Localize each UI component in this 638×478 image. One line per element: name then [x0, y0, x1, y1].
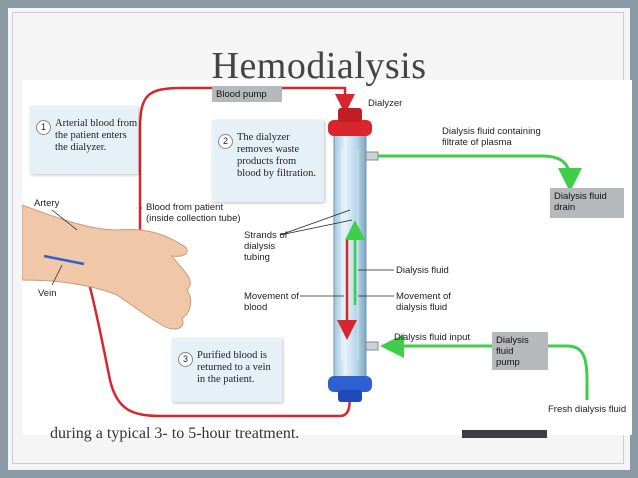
arm-hand — [22, 204, 192, 330]
dialysis-fluid-drain-label: Dialysis fluid drain — [550, 188, 624, 218]
dialysis-fluid-label: Dialysis fluid — [396, 265, 449, 276]
fresh-fluid-label: Fresh dialysis fluid — [548, 404, 627, 415]
fluid-out-line — [378, 154, 582, 192]
movement-of-fluid-label: Movement of dialysis fluid — [396, 291, 451, 313]
venous-blood-line — [80, 257, 352, 418]
slide-title: Hemodialysis — [211, 45, 427, 87]
step-3-number: 3 — [178, 352, 193, 367]
image-strip — [462, 430, 547, 438]
fluid-input-label: Dialysis fluid input — [394, 332, 471, 343]
slide-subtext: during a typical 3- to 5-hour treatment. — [50, 425, 300, 442]
vein-label: Vein — [38, 288, 57, 299]
movement-of-blood-label: Movement of blood — [244, 291, 299, 313]
diagram-graphics — [22, 86, 589, 418]
step-1-box: 1 Arterial blood from the patient enters… — [30, 106, 138, 174]
step-3-box: 3 Purified blood is returned to a vein i… — [172, 338, 282, 402]
blood-pump-label: Blood pump — [212, 86, 282, 102]
dialysis-fluid-pump-label: Dialysis fluid pump — [492, 332, 548, 370]
step-2-box: 2 The dialyzer removes waste products fr… — [212, 120, 324, 202]
step-1-number: 1 — [36, 120, 51, 135]
fluid-containing-label: Dialysis fluid containing filtrate of pl… — [442, 126, 541, 148]
dialyzer-label: Dialyzer — [368, 98, 403, 109]
step-2-text: The dialyzer removes waste products from… — [237, 132, 317, 179]
artery-label: Artery — [34, 198, 60, 209]
step-2-number: 2 — [218, 134, 233, 149]
step-1-text: Arterial blood from the patient enters t… — [55, 118, 138, 153]
strands-label: Strands of dialysis tubing — [244, 230, 288, 263]
step-3-text: Purified blood is returned to a vein in … — [197, 350, 271, 385]
dialyzer-body — [328, 108, 379, 402]
fresh-fluid-line — [547, 344, 589, 400]
hemodialysis-diagram: Blood pump Dialysis fluid drain Dialysis… — [22, 80, 632, 435]
blood-from-patient-label: Blood from patient (inside collection tu… — [146, 202, 241, 224]
